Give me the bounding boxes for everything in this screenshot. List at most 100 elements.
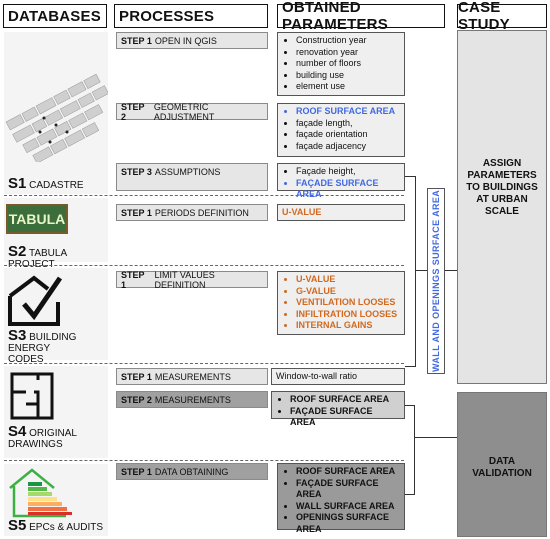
param-item: OPENINGS SURFACE AREA — [296, 512, 400, 535]
separator-s4-s5 — [4, 460, 404, 461]
source-s1-code: S1 — [8, 175, 27, 192]
connector-line — [415, 270, 427, 271]
params-s5-step1: ROOF SURFACE AREA FAÇADE SURFACE AREA WA… — [277, 463, 405, 534]
source-s5-code: S5 — [8, 517, 27, 534]
connector-line — [405, 366, 416, 367]
param-item: FAÇADE SURFACE AREA — [296, 178, 400, 201]
header-case-study: CASE STUDY — [457, 0, 547, 33]
energy-label-house-icon — [9, 468, 72, 518]
assign-parameters-text: ASSIGN PARAMETERS TO BUILDINGS AT URBAN … — [466, 158, 538, 217]
wall-openings-label-box: WALL AND OPENINGS SURFACE AREA — [427, 188, 445, 374]
separator-s3-s4 — [4, 363, 404, 364]
params-s2-step1: U-VALUE — [277, 204, 405, 221]
cadastre-map-icon — [5, 73, 108, 162]
step-text: LIMIT VALUES DEFINITION — [154, 269, 215, 290]
param-item: INTERNAL GAINS — [296, 320, 400, 332]
step-s3-limit-values: STEP 1 LIMIT VALUES DEFINITION — [116, 269, 268, 290]
param-item: façade orientation — [296, 129, 400, 141]
source-s2-code: S2 — [8, 243, 27, 260]
params-s1-step1: Construction year renovation year number… — [277, 32, 405, 96]
source-s1-label: S1 CADASTRE — [8, 175, 84, 192]
params-s1-step2: ROOF SURFACE AREA façade length, façade … — [277, 103, 405, 157]
step-text: OPEN IN QGIS — [154, 35, 217, 46]
house-checkmark-icon — [8, 275, 63, 326]
param-item: element use — [296, 81, 400, 93]
step-text: MEASUREMENTS — [154, 371, 231, 382]
source-s2-name: TABULA PROJECT — [8, 248, 67, 270]
tabula-logo-text: TABULA — [8, 211, 66, 227]
param-item: ROOF SURFACE AREA — [296, 106, 400, 118]
step-number: STEP 2 — [121, 394, 152, 405]
data-validation-text: DATA VALIDATION — [472, 456, 532, 479]
wall-openings-label: WALL AND OPENINGS SURFACE AREA — [431, 189, 441, 373]
connector-line — [414, 405, 415, 495]
param-item: renovation year — [296, 47, 400, 59]
step-text: PERIODS DEFINITION — [154, 207, 249, 218]
header-case-study-label: CASE STUDY — [458, 0, 510, 33]
header-obtained-parameters: OBTAINED PARAMETERS — [277, 0, 445, 33]
header-obtained-label: OBTAINED PARAMETERS — [282, 0, 388, 33]
case-study-validation-box — [457, 392, 547, 537]
param-item: Façade height, — [296, 166, 400, 178]
step-number: STEP 1 — [121, 466, 152, 477]
param-item: façade length, — [296, 118, 400, 130]
header-processes-label: PROCESSES — [119, 7, 215, 25]
source-s4-code: S4 — [8, 423, 27, 440]
param-item: FAÇADE SURFACE AREA — [296, 478, 400, 501]
connector-line — [405, 405, 415, 406]
step-number: STEP 3 — [121, 167, 152, 177]
step-number: STEP 1 — [121, 35, 152, 46]
source-s1-tile: S1 CADASTRE — [4, 32, 108, 194]
param-item: ROOF SURFACE AREA — [290, 394, 400, 406]
connector-line — [405, 176, 416, 177]
source-s3-code: S3 — [8, 327, 27, 344]
separator-s1-s2 — [4, 195, 404, 196]
case-study-assign-box — [457, 30, 547, 384]
params-s4-step2: ROOF SURFACE AREA FAÇADE SURFACE AREA — [271, 391, 405, 427]
step-number: STEP 2 — [121, 101, 145, 122]
floor-plan-icon — [10, 372, 54, 420]
source-s5-label: S5 EPCs & AUDITS — [8, 517, 104, 534]
connector-line — [415, 176, 416, 366]
source-s4-name-line2: DRAWINGS — [8, 439, 63, 450]
header-processes: PROCESSES — [114, 4, 268, 28]
param-item: U-VALUE — [282, 207, 322, 217]
params-s4-step1: Window-to-wall ratio — [271, 368, 405, 385]
source-s2-tile: TABULA S2 TABULA PROJECT — [4, 198, 108, 270]
step-number: STEP 1 — [121, 207, 152, 218]
source-s1-name: CADASTRE — [29, 180, 84, 191]
step-text: ASSUMPTIONS — [154, 167, 221, 177]
param-item: WALL SURFACE AREA — [296, 501, 400, 513]
param-item: ROOF SURFACE AREA — [296, 466, 400, 478]
source-s4-name-line1: ORIGINAL — [29, 428, 77, 439]
source-s5-tile: S5 EPCs & AUDITS — [4, 464, 108, 536]
header-databases-label: DATABASES — [8, 7, 101, 25]
params-s3-step1: U-VALUE G-VALUE VENTILATION LOOSES INFIL… — [277, 271, 405, 335]
step-number: STEP 1 — [121, 269, 145, 290]
step-number: STEP 1 — [121, 371, 152, 382]
param-item: façade adjacency — [296, 141, 400, 153]
param-item: Construction year — [296, 35, 400, 47]
step-text: MEASUREMENTS — [154, 394, 231, 405]
param-item: building use — [296, 70, 400, 82]
step-text: DATA OBTAINING — [154, 466, 229, 477]
param-item: G-VALUE — [296, 286, 400, 298]
param-item: U-VALUE — [296, 274, 400, 286]
header-databases: DATABASES — [3, 4, 107, 28]
separator-s2-s3 — [4, 265, 404, 266]
source-s2-label: S2 TABULA PROJECT — [8, 243, 108, 270]
source-s3-name-line2: CODES — [8, 354, 44, 365]
source-s5-name: EPCs & AUDITS — [29, 522, 104, 533]
step-text: GEOMETRIC ADJUSTMENT — [153, 101, 215, 122]
params-s1-step3: Façade height, FAÇADE SURFACE AREA — [277, 163, 405, 199]
